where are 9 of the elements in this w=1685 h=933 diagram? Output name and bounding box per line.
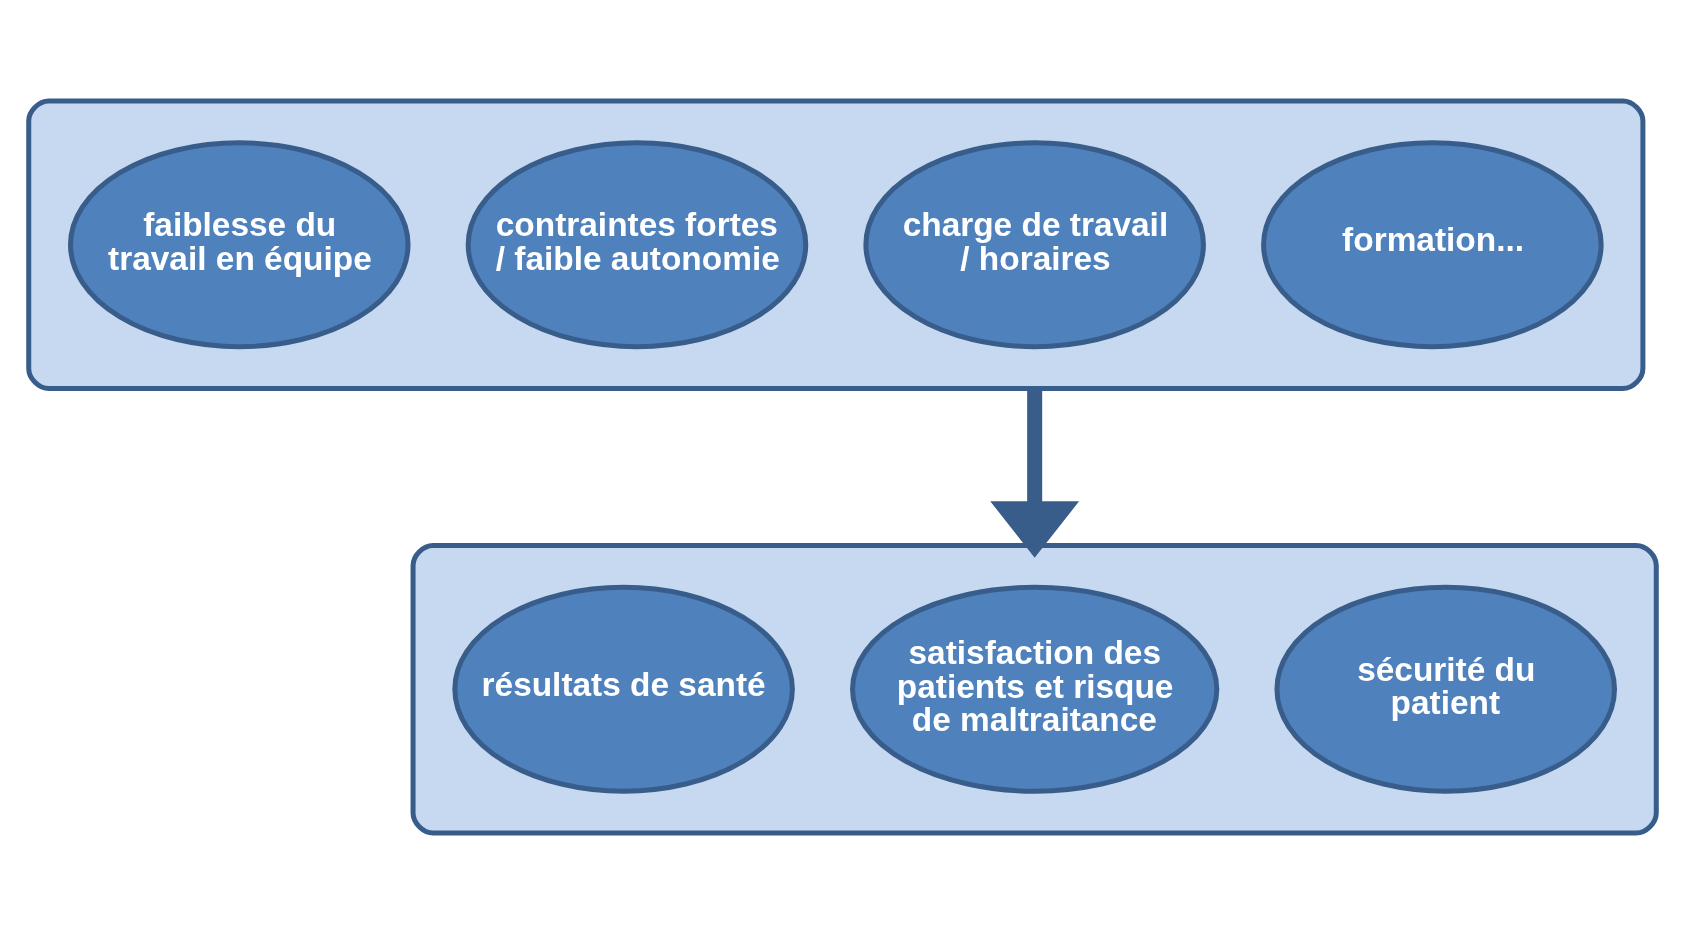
node-ellipse: faiblesse du travail en équipe	[68, 139, 411, 349]
cluster	[410, 542, 1659, 835]
node-ellipse: charge de travail / horaires	[863, 139, 1206, 349]
node-ellipse: résultats de santé	[452, 584, 795, 794]
node-ellipse: satisfaction des patients et risque de maltraitance	[850, 584, 1220, 794]
node-ellipse: formation...	[1261, 139, 1604, 349]
node-ellipse: sécurité du patient	[1274, 584, 1617, 794]
node-ellipse: contraintes fortes / faible autonomie	[465, 139, 809, 349]
cluster	[26, 98, 1646, 391]
